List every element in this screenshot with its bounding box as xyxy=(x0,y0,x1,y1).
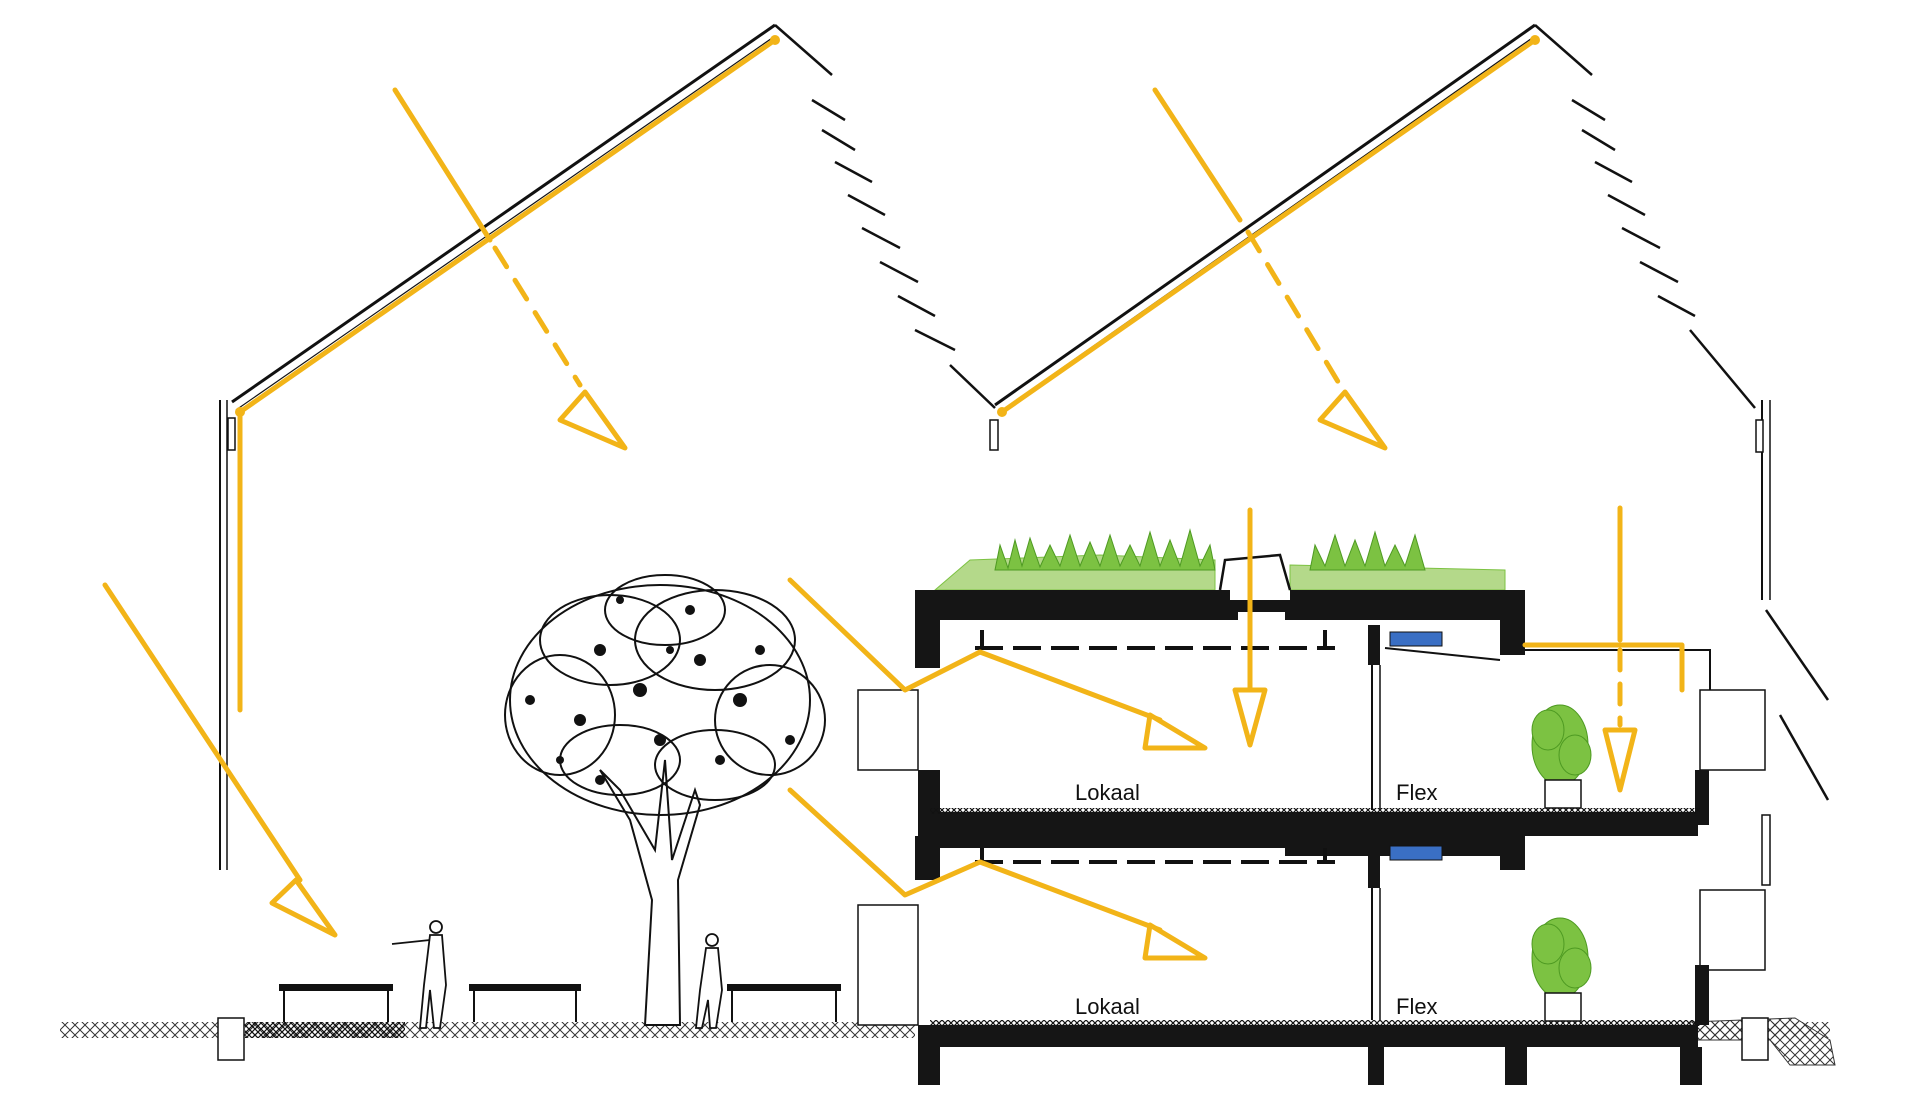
sunlight-arrow-icon xyxy=(392,87,628,451)
sunlight-arrows xyxy=(102,35,1685,961)
room-label-lower-flex: Flex xyxy=(1396,994,1438,1019)
school-building-section xyxy=(857,528,1766,1085)
potted-plant-icon xyxy=(1531,917,1592,1022)
potted-plant-icon xyxy=(1531,704,1592,809)
glass-roof-structure xyxy=(219,23,1830,886)
ventilation-duct-icon xyxy=(1389,845,1443,861)
sunlight-arrow-icon xyxy=(1232,507,1268,748)
benches xyxy=(279,984,841,1022)
tree-icon xyxy=(504,574,826,1026)
green-roof-icon xyxy=(994,528,1426,571)
ventilation-duct-icon xyxy=(1389,631,1443,647)
person-icon xyxy=(695,933,723,1029)
room-label-upper-flex: Flex xyxy=(1396,780,1438,805)
sunlight-arrow-icon xyxy=(787,787,1208,961)
room-label-lower-lokaal: Lokaal xyxy=(1075,994,1140,1019)
person-icon xyxy=(391,920,447,1029)
sunlight-arrow-icon xyxy=(787,577,1208,751)
room-label-upper-lokaal: Lokaal xyxy=(1075,780,1140,805)
sunlight-arrow-icon xyxy=(1602,505,1638,793)
sunlight-arrow-icon xyxy=(1152,87,1388,451)
sunlight-arrow-icon xyxy=(102,582,338,938)
